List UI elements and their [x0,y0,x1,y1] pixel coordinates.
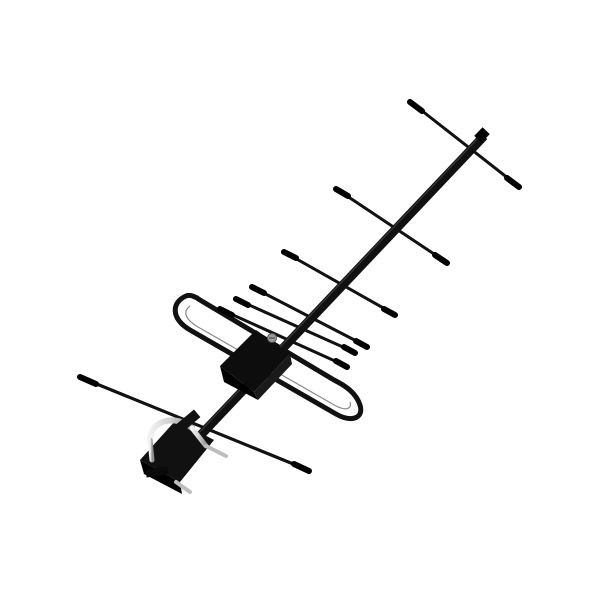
reflector-tip-left [77,374,99,387]
reflector-element [77,374,312,474]
director-element-6 [407,99,522,190]
boom-end-cap [474,127,490,143]
clamp-bolt-icon [204,444,228,458]
director-element-5 [333,186,450,266]
director-element-1 [217,306,350,370]
reflector-tip-right [291,461,312,474]
balun-box [220,330,292,400]
mounting-clamp [140,409,228,494]
director-element-2 [233,296,358,356]
boom-rod [192,127,490,444]
director-elements [217,99,522,370]
